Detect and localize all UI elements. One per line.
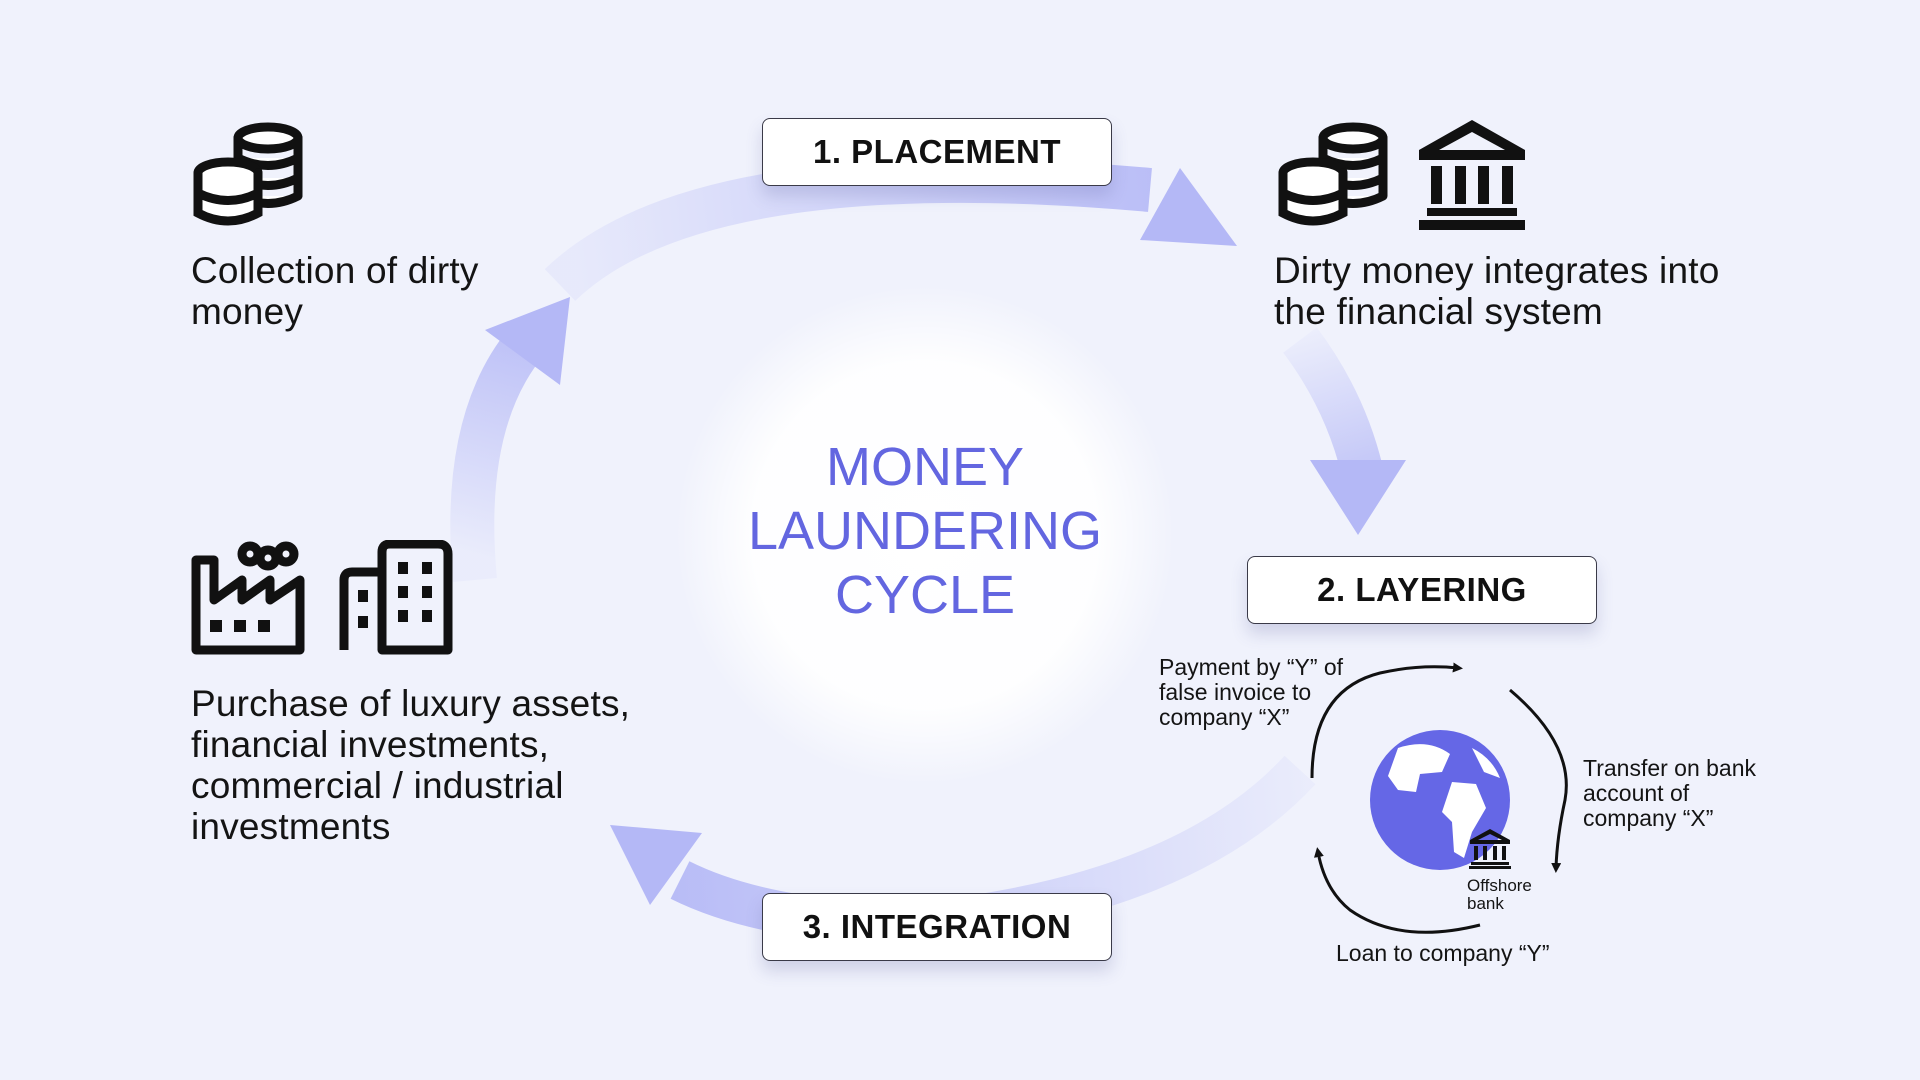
bank-icon — [1469, 829, 1511, 869]
label-line: bank — [1467, 894, 1504, 913]
label-loan: Loan to company “Y” — [1336, 940, 1550, 966]
arrow-bottom-head — [610, 825, 702, 905]
arrow-left-head — [485, 297, 570, 385]
label-payment: Payment by “Y” of false invoice to compa… — [1159, 655, 1343, 730]
label-line: company “X” — [1159, 704, 1290, 730]
globe-icon — [1370, 730, 1510, 870]
arrow-top-arc — [544, 158, 1152, 302]
label-line: company “X” — [1583, 805, 1714, 831]
office-building-icon — [339, 540, 453, 655]
center-title-line: LAUNDERING — [747, 501, 1103, 561]
arrow-right-arc — [1283, 327, 1383, 476]
arrow-right-head — [1310, 460, 1406, 535]
stage-layering: 2. LAYERING — [1247, 556, 1597, 624]
caption-line: commercial / industrial — [191, 765, 564, 806]
cycle-arrow-loan — [1313, 847, 1481, 934]
stage-placement: 1. PLACEMENT — [762, 118, 1112, 186]
arrow-left-arc — [450, 325, 546, 583]
cycle-arrow-transfer — [1509, 688, 1568, 873]
stage-integration: 3. INTEGRATION — [762, 893, 1112, 961]
arrow-top-head — [1140, 168, 1237, 246]
center-title-line: MONEY — [825, 437, 1025, 497]
caption-collection: Collection of dirty money — [191, 250, 479, 332]
coins-stack-icon — [1278, 122, 1388, 226]
caption-line: Collection of dirty — [191, 250, 479, 291]
label-transfer: Transfer on bank account of company “X” — [1583, 756, 1756, 831]
center-glow — [675, 285, 1175, 785]
caption-line: Dirty money integrates into — [1274, 250, 1720, 291]
caption-line: the financial system — [1274, 291, 1603, 332]
cycle-arrow-payment — [1310, 662, 1463, 779]
factory-icon — [191, 541, 305, 655]
label-line: Transfer on bank — [1583, 755, 1757, 781]
caption-line: money — [191, 291, 304, 332]
label-line: false invoice to — [1159, 679, 1312, 705]
caption-integrates: Dirty money integrates into the financia… — [1274, 250, 1719, 332]
caption-line: Purchase of luxury assets, — [191, 683, 631, 724]
label-line: Offshore — [1467, 876, 1532, 895]
label-line: account of — [1583, 780, 1690, 806]
coins-stack-icon — [193, 122, 303, 226]
caption-purchase: Purchase of luxury assets, financial inv… — [191, 683, 630, 847]
caption-line: financial investments, — [191, 724, 550, 765]
bank-icon — [1419, 120, 1525, 230]
center-title: MONEY LAUNDERING CYCLE — [725, 435, 1125, 627]
center-title-line: CYCLE — [834, 565, 1016, 625]
label-offshore-bank: Offshore bank — [1467, 877, 1532, 913]
caption-line: investments — [191, 806, 391, 847]
label-line: Payment by “Y” of — [1159, 654, 1344, 680]
